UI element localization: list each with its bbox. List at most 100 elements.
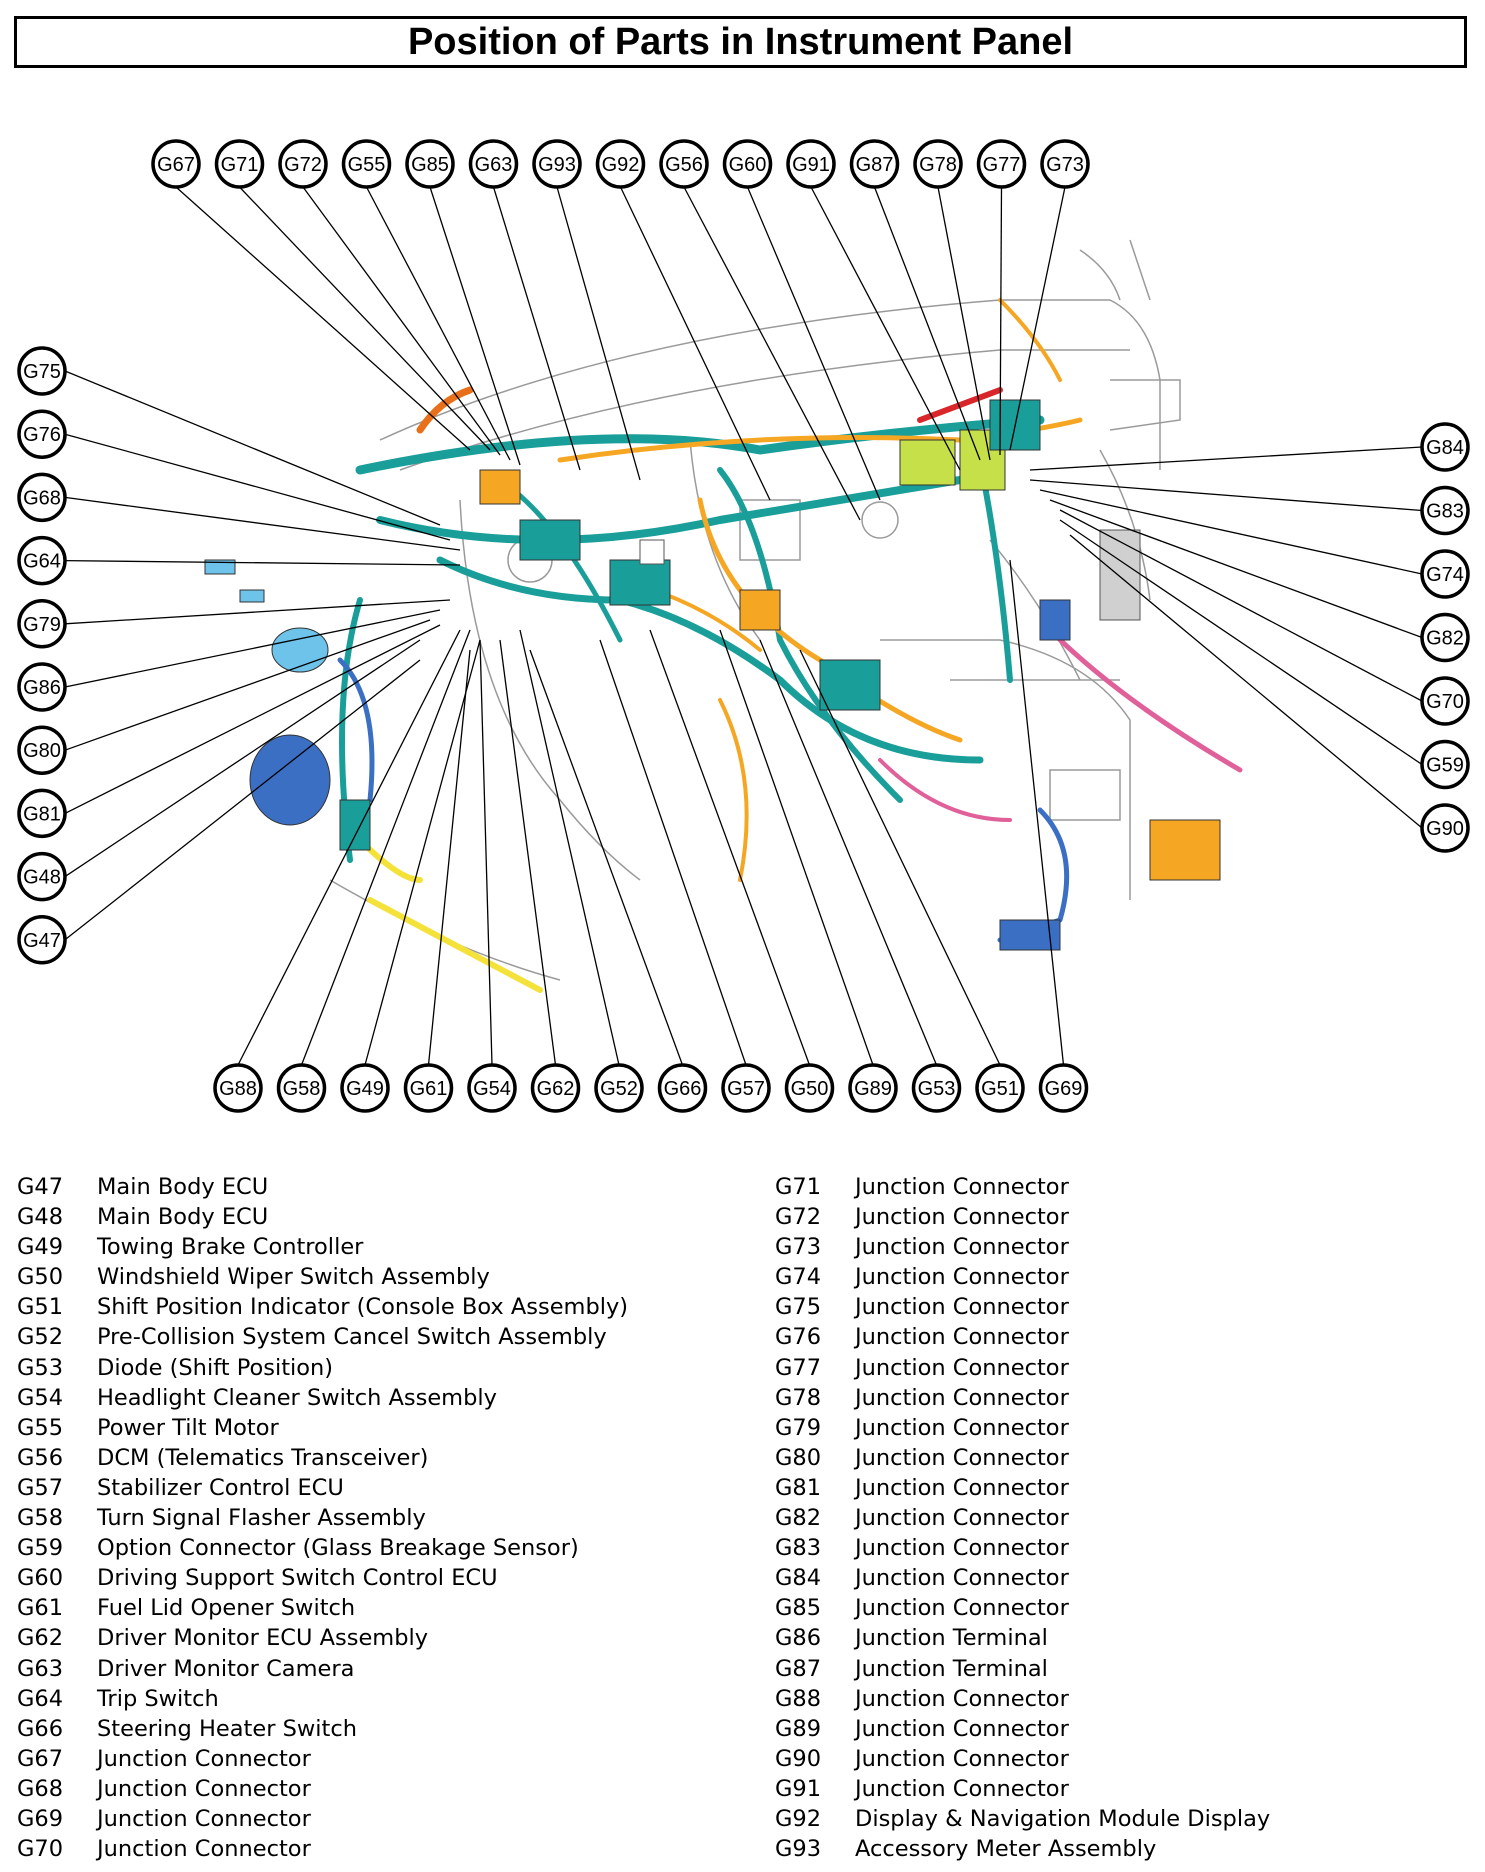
- leader-line-g66: [529, 649, 684, 1066]
- callout-label: G63: [475, 154, 513, 176]
- leader-line-g88: [237, 629, 461, 1066]
- leader-line-g56: [683, 186, 861, 521]
- legend-description: Junction Connector: [97, 1805, 311, 1832]
- callout-circle: [976, 139, 1027, 189]
- callout-circle: [17, 851, 67, 902]
- leader-line-g85: [429, 186, 521, 466]
- callout-g66: G66: [657, 1063, 708, 1113]
- callout-circle: [594, 1063, 644, 1113]
- legend-code: G63: [17, 1655, 64, 1682]
- callout-circle: [657, 1063, 708, 1113]
- legend-code: G61: [17, 1595, 64, 1622]
- legend-code: G71: [775, 1174, 822, 1200]
- legend-description: Main Body ECU: [97, 1174, 269, 1200]
- legend-code: G62: [17, 1625, 64, 1652]
- callout-label: G86: [23, 677, 61, 699]
- legend-code: G92: [775, 1805, 822, 1832]
- legend-description: Junction Connector: [855, 1505, 1069, 1532]
- leader-line-g55: [365, 186, 511, 461]
- legend-code: G84: [775, 1565, 822, 1592]
- leader-line-g74: [1039, 489, 1423, 575]
- callout-g64: G64: [17, 535, 67, 586]
- legend-code: G51: [17, 1294, 64, 1321]
- leader-line-g72: [302, 186, 501, 456]
- callout-label: G62: [537, 1078, 575, 1100]
- callout-circle: [786, 139, 836, 189]
- callout-label: G69: [1045, 1078, 1083, 1100]
- legend-description: Junction Connector: [97, 1745, 311, 1772]
- callout-circle: [17, 725, 67, 775]
- callout-g92: G92: [595, 139, 646, 189]
- callout-g88: G88: [213, 1063, 263, 1113]
- callout-g60: G60: [722, 139, 773, 189]
- legend-code: G89: [775, 1715, 822, 1742]
- legend-code: G48: [17, 1204, 64, 1231]
- leader-line-g48: [64, 639, 421, 878]
- callout-label: G58: [283, 1078, 321, 1100]
- callout-label: G68: [23, 487, 61, 509]
- legend-code: G77: [775, 1354, 822, 1381]
- callout-g93: G93: [532, 139, 582, 189]
- callout-label: G66: [664, 1078, 702, 1100]
- callout-g71: G71: [214, 139, 265, 189]
- callout-g80: G80: [17, 725, 67, 775]
- legend-code: G67: [17, 1745, 64, 1772]
- leader-line-g75: [64, 370, 441, 526]
- leader-line-g60: [746, 186, 881, 501]
- callout-label: G80: [23, 740, 61, 762]
- callout-label: G61: [410, 1078, 448, 1100]
- legend-description: Towing Brake Controller: [97, 1234, 364, 1261]
- legend-code: G78: [775, 1384, 822, 1411]
- legend-description: Junction Terminal: [855, 1655, 1048, 1682]
- legend-code: G76: [775, 1324, 822, 1351]
- leader-line-g67: [175, 186, 471, 451]
- legend-code: G75: [775, 1294, 822, 1321]
- callout-label: G85: [411, 154, 449, 176]
- callout-circle: [1420, 612, 1470, 663]
- legend-code: G72: [775, 1204, 822, 1231]
- legend-description: Accessory Meter Assembly: [855, 1836, 1157, 1863]
- callout-label: G91: [792, 154, 830, 176]
- callout-g72: G72: [278, 139, 328, 189]
- legend-description: Junction Connector: [97, 1836, 311, 1863]
- callout-g81: G81: [17, 788, 67, 839]
- legend-code: G49: [17, 1234, 64, 1261]
- leader-line-g79: [64, 599, 451, 625]
- leader-line-g87: [873, 186, 981, 461]
- legend-description: Junction Terminal: [855, 1625, 1048, 1652]
- callout-label: G55: [348, 154, 386, 176]
- leader-line-g64: [64, 559, 461, 566]
- leader-line-g69: [1009, 559, 1065, 1066]
- leader-line-g80: [64, 619, 431, 751]
- callout-circle: [467, 1063, 517, 1113]
- callout-label: G51: [981, 1078, 1019, 1100]
- callout-circle: [17, 472, 67, 523]
- legend-code: G55: [17, 1414, 64, 1441]
- callout-g82: G82: [1420, 612, 1470, 663]
- legend-code: G91: [775, 1775, 822, 1802]
- callout-g91: G91: [786, 139, 836, 189]
- callout-circle: [340, 1063, 390, 1113]
- callout-g52: G52: [594, 1063, 644, 1113]
- legend-description: Junction Connector: [855, 1414, 1069, 1441]
- callout-label: G48: [23, 867, 61, 889]
- callout-label: G92: [602, 154, 640, 176]
